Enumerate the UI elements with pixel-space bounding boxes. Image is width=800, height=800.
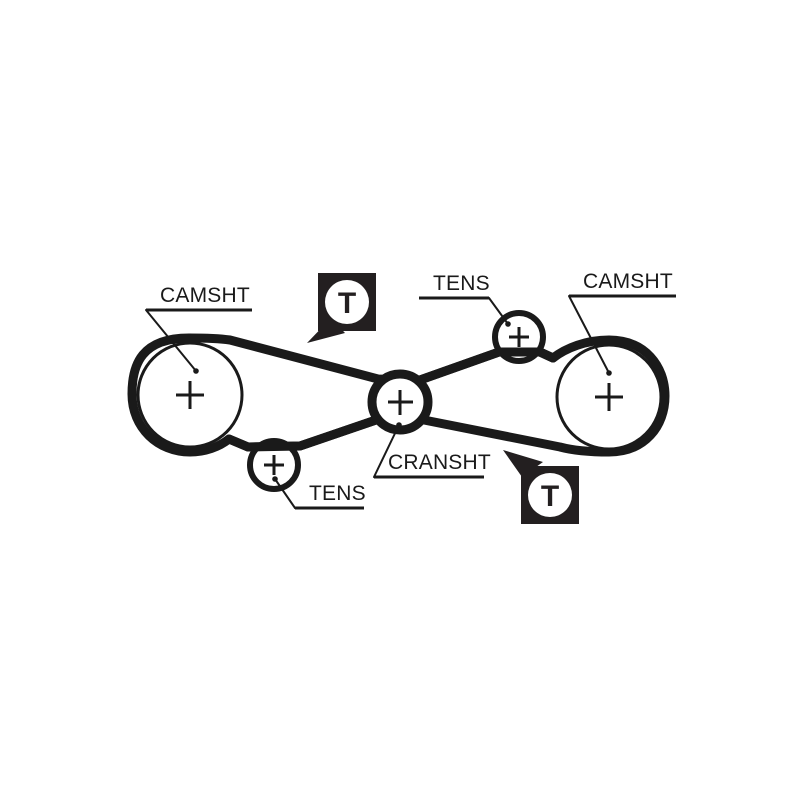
label-camshaft-left-text: CAMSHT <box>160 284 250 307</box>
label-camshaft-left: CAMSHT <box>145 284 252 374</box>
label-crankshaft: CRANSHT <box>373 422 491 479</box>
center-cross-camshaft-left <box>176 381 204 409</box>
tension-marker-top: T <box>307 273 376 343</box>
label-camshaft-right-anchor-dot <box>606 370 612 376</box>
center-cross-tensioner-upper <box>509 327 529 347</box>
label-tensioner-lower-leader <box>274 478 296 509</box>
label-crankshaft-leader <box>373 424 400 478</box>
label-camshaft-left-leader <box>145 309 197 372</box>
pulley-bodies-group <box>136 341 663 451</box>
label-camshaft-right: CAMSHT <box>568 270 676 376</box>
tension-marker-bottom-letter: T <box>541 480 559 513</box>
belt-segment-over-lower-tensioner <box>224 415 381 452</box>
tension-marker-bottom-disc <box>528 473 572 517</box>
label-tensioner-upper: TENS <box>419 272 511 327</box>
label-camshaft-right-text: CAMSHT <box>583 270 673 293</box>
center-cross-camshaft-right <box>595 383 623 411</box>
label-tensioner-upper-anchor-dot <box>505 321 511 327</box>
label-tensioner-lower-text: TENS <box>309 482 366 505</box>
label-camshaft-left-anchor-dot <box>193 368 199 374</box>
tension-marker-top-disc <box>325 280 369 324</box>
label-tensioner-lower-anchor-dot <box>272 476 278 482</box>
center-cross-tensioner-lower <box>264 455 284 475</box>
pulley-center-marks-group <box>176 327 623 475</box>
tension-marker-top-letter: T <box>338 287 356 320</box>
label-crankshaft-anchor-dot <box>396 422 402 428</box>
tension-marker-bottom: T <box>503 450 579 524</box>
label-camshaft-right-leader <box>568 295 610 374</box>
label-tensioner-upper-text: TENS <box>433 272 490 295</box>
tension-marker-bottom-pointer <box>503 450 543 477</box>
center-cross-crankshaft <box>388 390 413 415</box>
label-tensioner-lower: TENS <box>272 476 366 510</box>
label-crankshaft-text: CRANSHT <box>388 451 491 474</box>
belt-segment-over-upper-tensioner <box>415 347 558 385</box>
label-tensioner-upper-leader <box>488 297 509 325</box>
